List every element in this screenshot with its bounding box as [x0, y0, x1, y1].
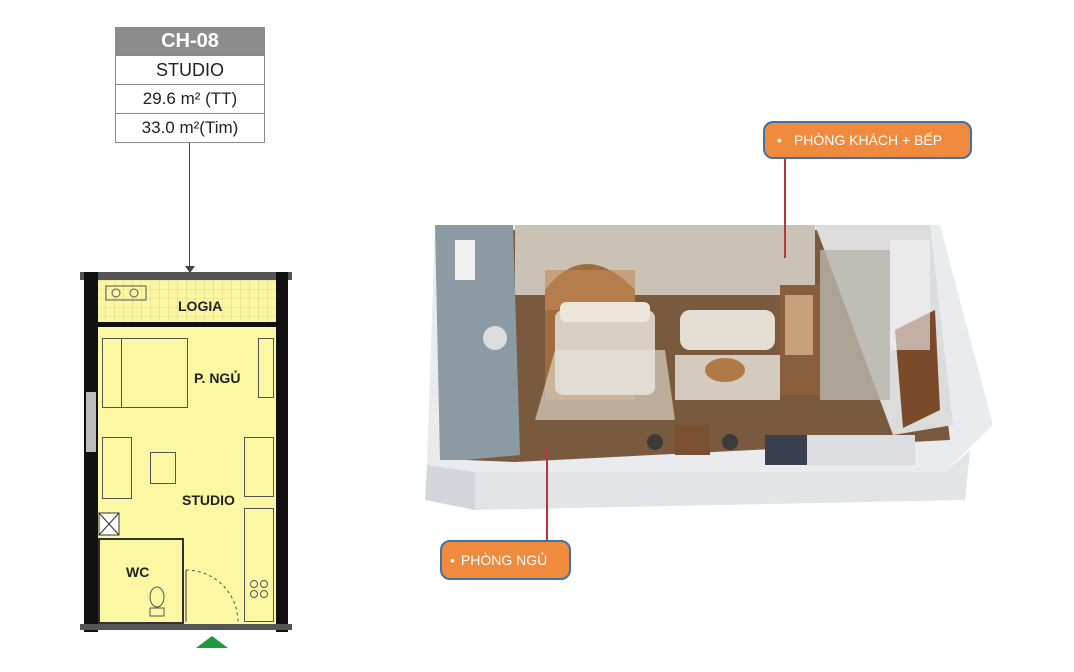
wall-left: [84, 272, 98, 632]
unit-code: CH-08: [115, 27, 265, 56]
label-logia: LOGIA: [178, 298, 223, 314]
unit-info-table: CH-08 STUDIO 29.6 m² (TT) 33.0 m²(Tim): [115, 27, 265, 143]
window-left: [86, 392, 96, 452]
wall-top: [80, 272, 292, 280]
sofa: [102, 437, 132, 499]
callout-bedroom: • PHÒNG NGỦ: [440, 540, 571, 580]
label-studio: STUDIO: [182, 492, 235, 508]
unit-type: STUDIO: [115, 55, 265, 85]
coffee-table: [150, 452, 176, 484]
table-connector-line: [189, 143, 190, 271]
wc-room: [98, 538, 184, 624]
stove-icon: [250, 580, 268, 598]
bullet: •: [450, 552, 455, 568]
unit-area-net: 29.6 m² (TT): [115, 84, 265, 114]
callout-living-kitchen: • PHÒNG KHÁCH + BẾP: [763, 121, 972, 159]
pointer-living: [784, 158, 786, 258]
wall-logia: [98, 322, 276, 327]
pointer-bedroom: [546, 446, 548, 542]
callout-bedroom-label: PHÒNG NGỦ: [460, 552, 548, 568]
wall-right: [276, 272, 288, 632]
kitchen-counter: [244, 508, 274, 622]
entry-arrow-icon: [196, 636, 228, 648]
callout-living-kitchen-label: PHÒNG KHÁCH + BẾP: [793, 132, 943, 148]
unit-area-gross: 33.0 m²(Tim): [115, 113, 265, 143]
label-bedroom: P. NGỦ: [194, 370, 241, 386]
dining-table: [244, 437, 274, 497]
wall-bottom: [80, 624, 292, 630]
toilet-icon: [149, 586, 165, 617]
connector-arrow-icon: [185, 266, 195, 273]
apartment-3d-render: [425, 225, 993, 510]
wardrobe: [258, 338, 274, 398]
logia-area: [96, 280, 276, 326]
floor-plan: LOGIA P. NGỦ STUDIO WC: [80, 272, 292, 632]
bullet: •: [777, 132, 782, 148]
entry-door-swing: [185, 569, 239, 623]
bed-headboard: [102, 338, 122, 408]
shaft-icon: [98, 512, 120, 536]
label-wc: WC: [126, 564, 150, 580]
